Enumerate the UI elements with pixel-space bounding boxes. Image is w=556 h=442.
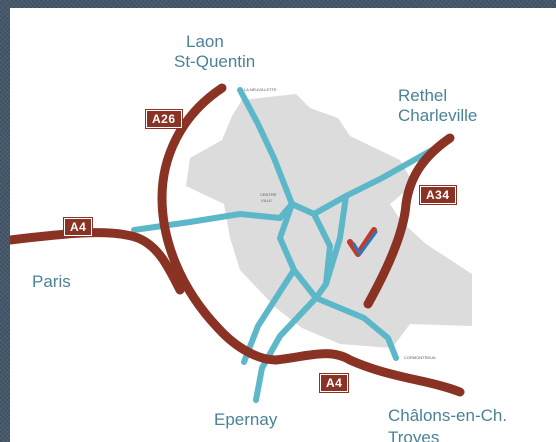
city-label-st-quentin: St-Quentin xyxy=(174,52,256,71)
road-center-loop xyxy=(277,201,333,301)
city-label-rethel: Rethel xyxy=(398,86,448,105)
city-label-charleville: Charleville xyxy=(398,106,478,125)
place-label-north: LA NEUVILLETTE xyxy=(244,87,277,92)
city-label-troyes: Troyes xyxy=(388,428,440,442)
city-label-epernay: Epernay xyxy=(214,410,278,429)
road-badge-a4-west: A4 xyxy=(62,217,94,237)
city-label-laon: Laon xyxy=(186,32,224,51)
road-northeast-rethel xyxy=(311,147,435,217)
autoroute-a4-south xyxy=(271,349,465,397)
road-north-laon xyxy=(237,87,295,207)
place-label-south-east: CORMONTREUIL xyxy=(404,355,437,360)
city-label-chalons: Châlons-en-Ch. xyxy=(388,406,508,425)
autoroute-a34 xyxy=(363,133,455,309)
road-badge-a4-south: A4 xyxy=(318,373,350,393)
autoroute-a4-west xyxy=(10,228,185,295)
road-west-paris xyxy=(131,201,295,233)
autoroute-a26 xyxy=(157,83,281,365)
autoroutes xyxy=(10,83,465,397)
road-east-branch xyxy=(323,193,349,287)
road-map xyxy=(10,83,472,403)
road-badge-a34: A34 xyxy=(419,185,457,205)
place-label-center-line2: VILLE xyxy=(261,198,272,203)
checkmark-marker-icon xyxy=(347,227,378,257)
road-south-epernay xyxy=(253,295,319,403)
place-label-center-line1: CENTRE xyxy=(260,192,277,197)
city-label-paris: Paris xyxy=(32,272,71,291)
local-roads xyxy=(131,87,435,403)
map-panel: Laon St-Quentin Rethel Charleville Paris… xyxy=(10,8,556,442)
road-southeast-chalons xyxy=(313,295,399,361)
road-badge-a26: A26 xyxy=(145,109,183,129)
urban-area xyxy=(186,94,472,348)
